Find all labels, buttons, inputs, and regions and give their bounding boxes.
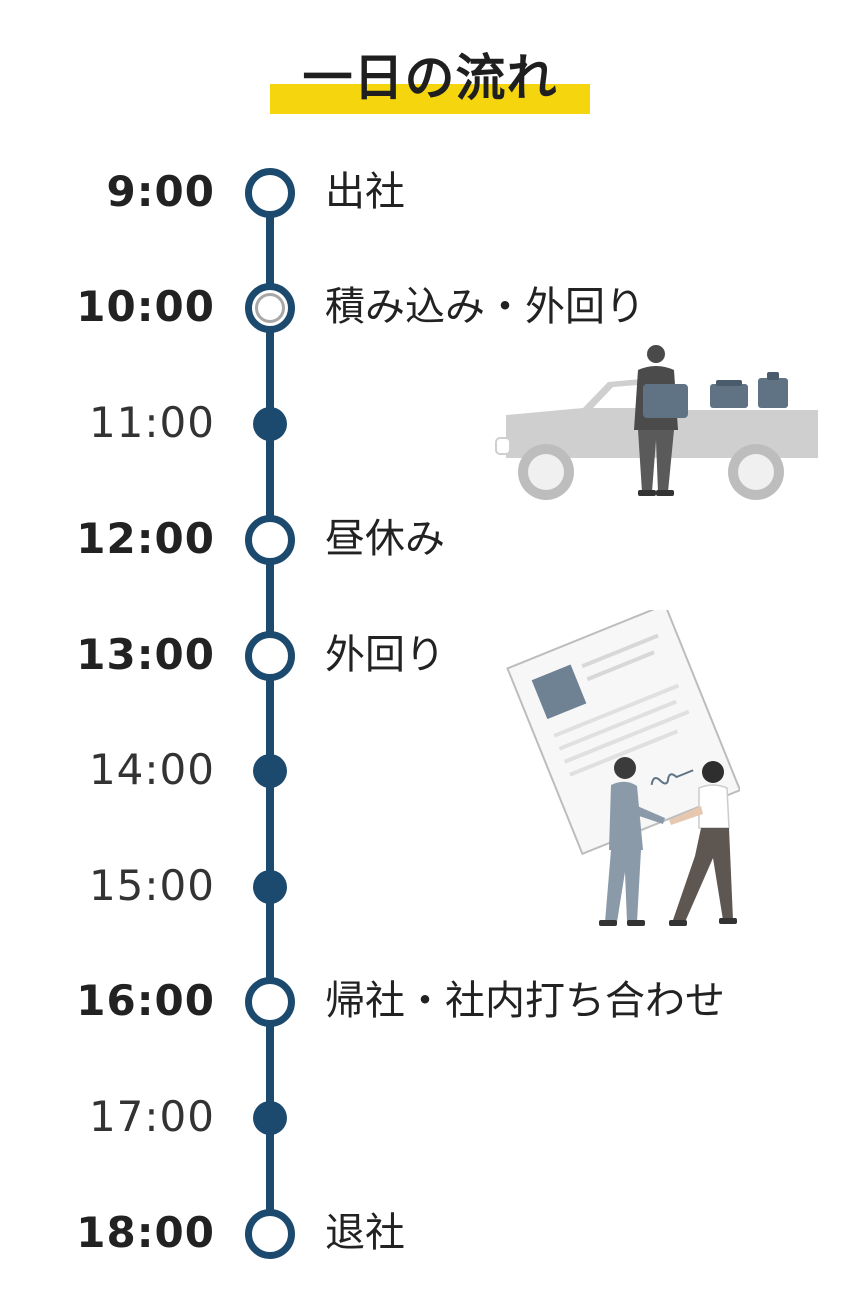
time-label: 13:00 (76, 630, 215, 679)
time-label: 15:00 (88, 861, 215, 910)
timeline-node-open (245, 515, 295, 565)
timeline-row-1100: 11:00 (0, 393, 860, 453)
timeline-row-1300: 13:00 外回り (0, 625, 860, 685)
event-label: 出社 (325, 169, 405, 215)
timeline-row-1600: 16:00 帰社・社内打ち合わせ (0, 971, 860, 1031)
event-label: 積み込み・外回り (325, 284, 645, 330)
timeline-row-1000: 10:00 積み込み・外回り (0, 277, 860, 337)
timeline-node-dot (253, 754, 287, 788)
timeline-row-1700: 17:00 (0, 1087, 860, 1147)
timeline-node-open (245, 1209, 295, 1259)
title-block: 一日の流れ (270, 40, 590, 120)
event-label: 外回り (325, 632, 445, 678)
timeline-row-1400: 14:00 (0, 740, 860, 800)
timeline-node-dot (253, 1101, 287, 1135)
timeline-node-dot (253, 870, 287, 904)
timeline-node-open (245, 977, 295, 1027)
event-label: 帰社・社内打ち合わせ (325, 978, 725, 1024)
delivery-truck-with-worker-icon (495, 345, 818, 500)
timeline-row-0900: 9:00 出社 (0, 162, 860, 222)
timeline-line (266, 190, 274, 1235)
time-label: 18:00 (76, 1208, 215, 1257)
event-label: 退社 (325, 1210, 405, 1256)
time-label: 10:00 (76, 282, 215, 331)
timeline-row-1500: 15:00 (0, 856, 860, 916)
time-label: 9:00 (106, 167, 215, 216)
timeline-node-open (245, 631, 295, 681)
timeline-row-1800: 18:00 退社 (0, 1203, 860, 1263)
timeline-node-open (245, 168, 295, 218)
time-label: 16:00 (76, 976, 215, 1025)
timeline-row-1200: 12:00 昼休み (0, 509, 860, 569)
timeline-node-dot (253, 407, 287, 441)
event-label: 昼休み (325, 516, 445, 562)
contract-handshake-icon (506, 610, 740, 926)
timeline-node-open (245, 283, 295, 333)
page-title: 一日の流れ (302, 49, 558, 107)
time-label: 12:00 (76, 514, 215, 563)
time-label: 11:00 (88, 398, 215, 447)
title-highlight (270, 84, 590, 114)
time-label: 14:00 (88, 745, 215, 794)
time-label: 17:00 (88, 1092, 215, 1141)
